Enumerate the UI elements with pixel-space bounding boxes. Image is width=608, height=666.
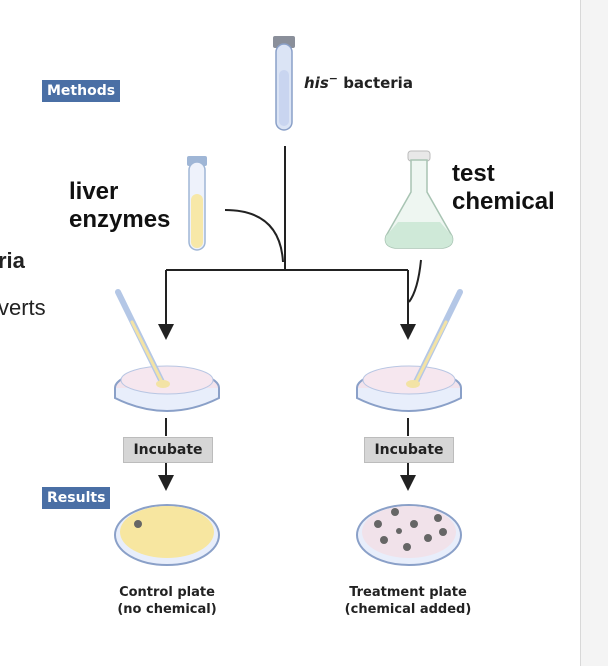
control-dish-icon [114,289,220,412]
liver-line2: enzymes [69,206,171,233]
treatment-caption-line2: (chemical added) [344,602,472,617]
results-tag: Results [42,487,111,509]
treatment-caption-line1: Treatment plate [349,585,467,600]
incubate-label-right: Incubate [364,437,454,463]
control-caption-line1: Control plate [119,585,215,600]
ames-test-diagram [114,36,463,566]
treatment-plate-caption: Treatment plate (chemical added) [323,584,493,618]
liver-enzymes-label: liver enzymes [69,178,199,234]
treatment-dish-icon [356,289,463,412]
control-plate-icon [114,504,220,566]
test-chemical-flask-icon [384,150,454,249]
control-plate-caption: Control plate (no chemical) [82,584,252,618]
methods-tag: Methods [42,80,121,102]
test-chemical-label: test chemical [452,160,577,216]
bacteria-tube-icon [273,36,295,131]
bacteria-gene-name: his [304,74,329,92]
flow-lines [158,146,422,491]
liver-enzymes-tube-icon [187,156,207,251]
right-panel-edge [580,0,608,666]
bacteria-superscript: − [328,72,338,85]
bacteria-label: his− bacteria [304,72,413,92]
chemical-line1: test [452,160,495,187]
cut-off-text-1: ria [0,248,25,273]
chemical-line2: chemical [452,188,555,215]
incubate-label-left: Incubate [123,437,213,463]
liver-line1: liver [69,178,119,205]
treatment-plate-icon [356,504,462,566]
control-caption-line2: (no chemical) [117,602,217,617]
cut-off-text-2: verts [0,295,46,320]
bacteria-suffix: bacteria [337,74,413,92]
